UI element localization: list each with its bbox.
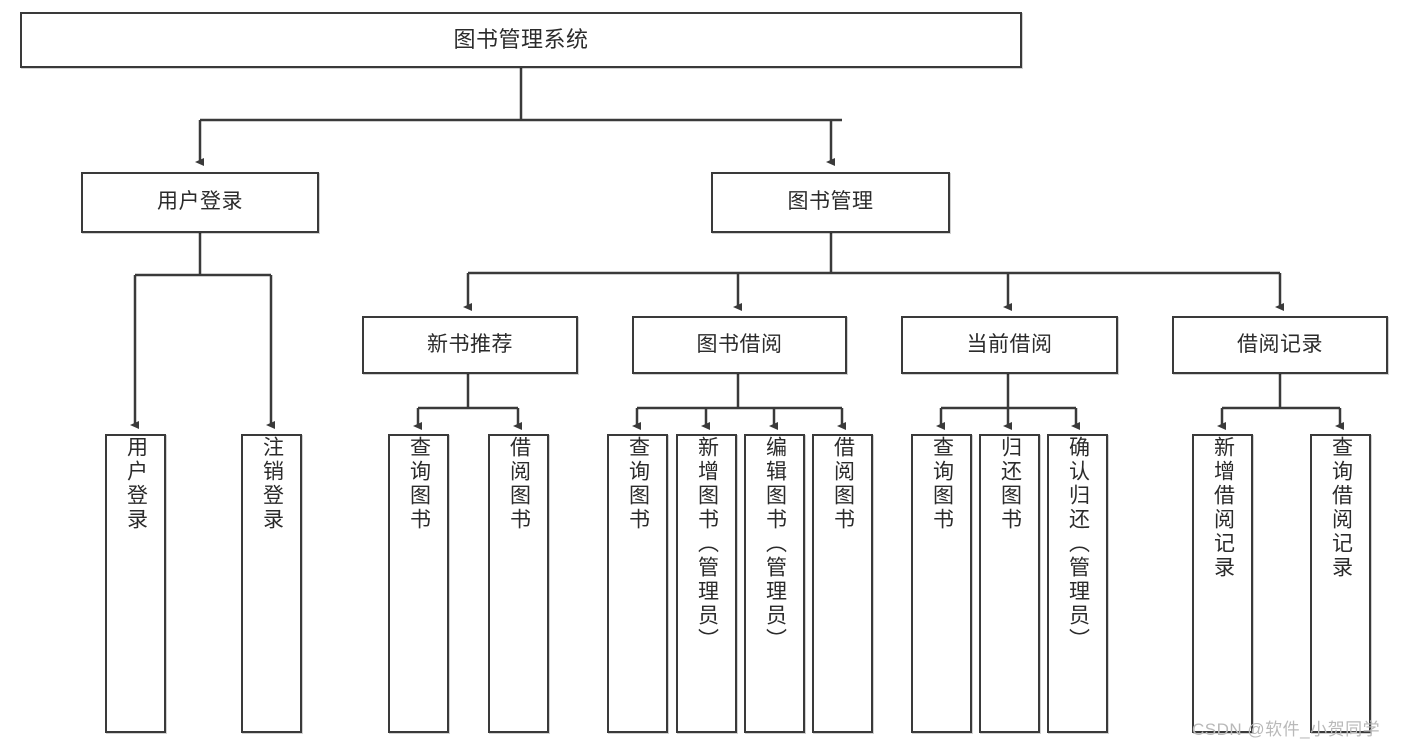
leaf-borrow-query-book[interactable]: 查询图书 [607, 434, 668, 733]
node-user-login[interactable]: 用户登录 [81, 172, 319, 233]
leaf-recommend-borrow-book[interactable]: 借阅图书 [488, 434, 549, 733]
leaf-user-login-login[interactable]: 用户登录 [105, 434, 166, 733]
node-current-borrow[interactable]: 当前借阅 [901, 316, 1118, 374]
node-book-management[interactable]: 图书管理 [711, 172, 950, 233]
node-book-borrow[interactable]: 图书借阅 [632, 316, 847, 374]
node-new-book-recommend[interactable]: 新书推荐 [362, 316, 578, 374]
node-label: 查询图书 [930, 436, 954, 532]
node-label: 注销登录 [260, 436, 284, 532]
node-label: 查询借阅记录 [1329, 436, 1353, 580]
leaf-current-confirm-return-admin[interactable]: 确认归还（管理员） [1047, 434, 1108, 733]
node-root-system[interactable]: 图书管理系统 [20, 12, 1022, 68]
node-label: 借阅图书 [507, 436, 531, 532]
node-label: 借阅记录 [1237, 332, 1323, 356]
leaf-recommend-query-book[interactable]: 查询图书 [388, 434, 449, 733]
node-label: 新增图书（管理员） [695, 436, 719, 652]
node-label: 图书管理 [787, 190, 874, 214]
leaf-record-add-record[interactable]: 新增借阅记录 [1192, 434, 1253, 733]
node-label: 借阅图书 [831, 436, 855, 532]
node-label: 归还图书 [998, 436, 1022, 532]
node-borrow-record[interactable]: 借阅记录 [1172, 316, 1388, 374]
node-label: 用户登录 [157, 190, 243, 214]
leaf-user-login-logout[interactable]: 注销登录 [241, 434, 302, 733]
leaf-borrow-add-book-admin[interactable]: 新增图书（管理员） [676, 434, 737, 733]
leaf-borrow-edit-book-admin[interactable]: 编辑图书（管理员） [744, 434, 805, 733]
leaf-current-return-book[interactable]: 归还图书 [979, 434, 1040, 733]
node-label: 当前借阅 [966, 332, 1053, 356]
node-label: 查询图书 [626, 436, 650, 532]
leaf-current-query-book[interactable]: 查询图书 [911, 434, 972, 733]
node-label: 用户登录 [124, 436, 148, 532]
node-label: 编辑图书（管理员） [763, 436, 787, 652]
node-label: 查询图书 [407, 436, 431, 532]
node-label: 确认归还（管理员） [1066, 436, 1090, 652]
leaf-record-query-record[interactable]: 查询借阅记录 [1310, 434, 1371, 733]
node-label: 新增借阅记录 [1211, 436, 1235, 580]
node-label: 图书管理系统 [453, 27, 589, 53]
node-label: 新书推荐 [427, 332, 513, 356]
leaf-borrow-borrow-book[interactable]: 借阅图书 [812, 434, 873, 733]
watermark-label: CSDN @软件_小贺同学 [1192, 720, 1381, 739]
node-label: 图书借阅 [696, 332, 783, 356]
